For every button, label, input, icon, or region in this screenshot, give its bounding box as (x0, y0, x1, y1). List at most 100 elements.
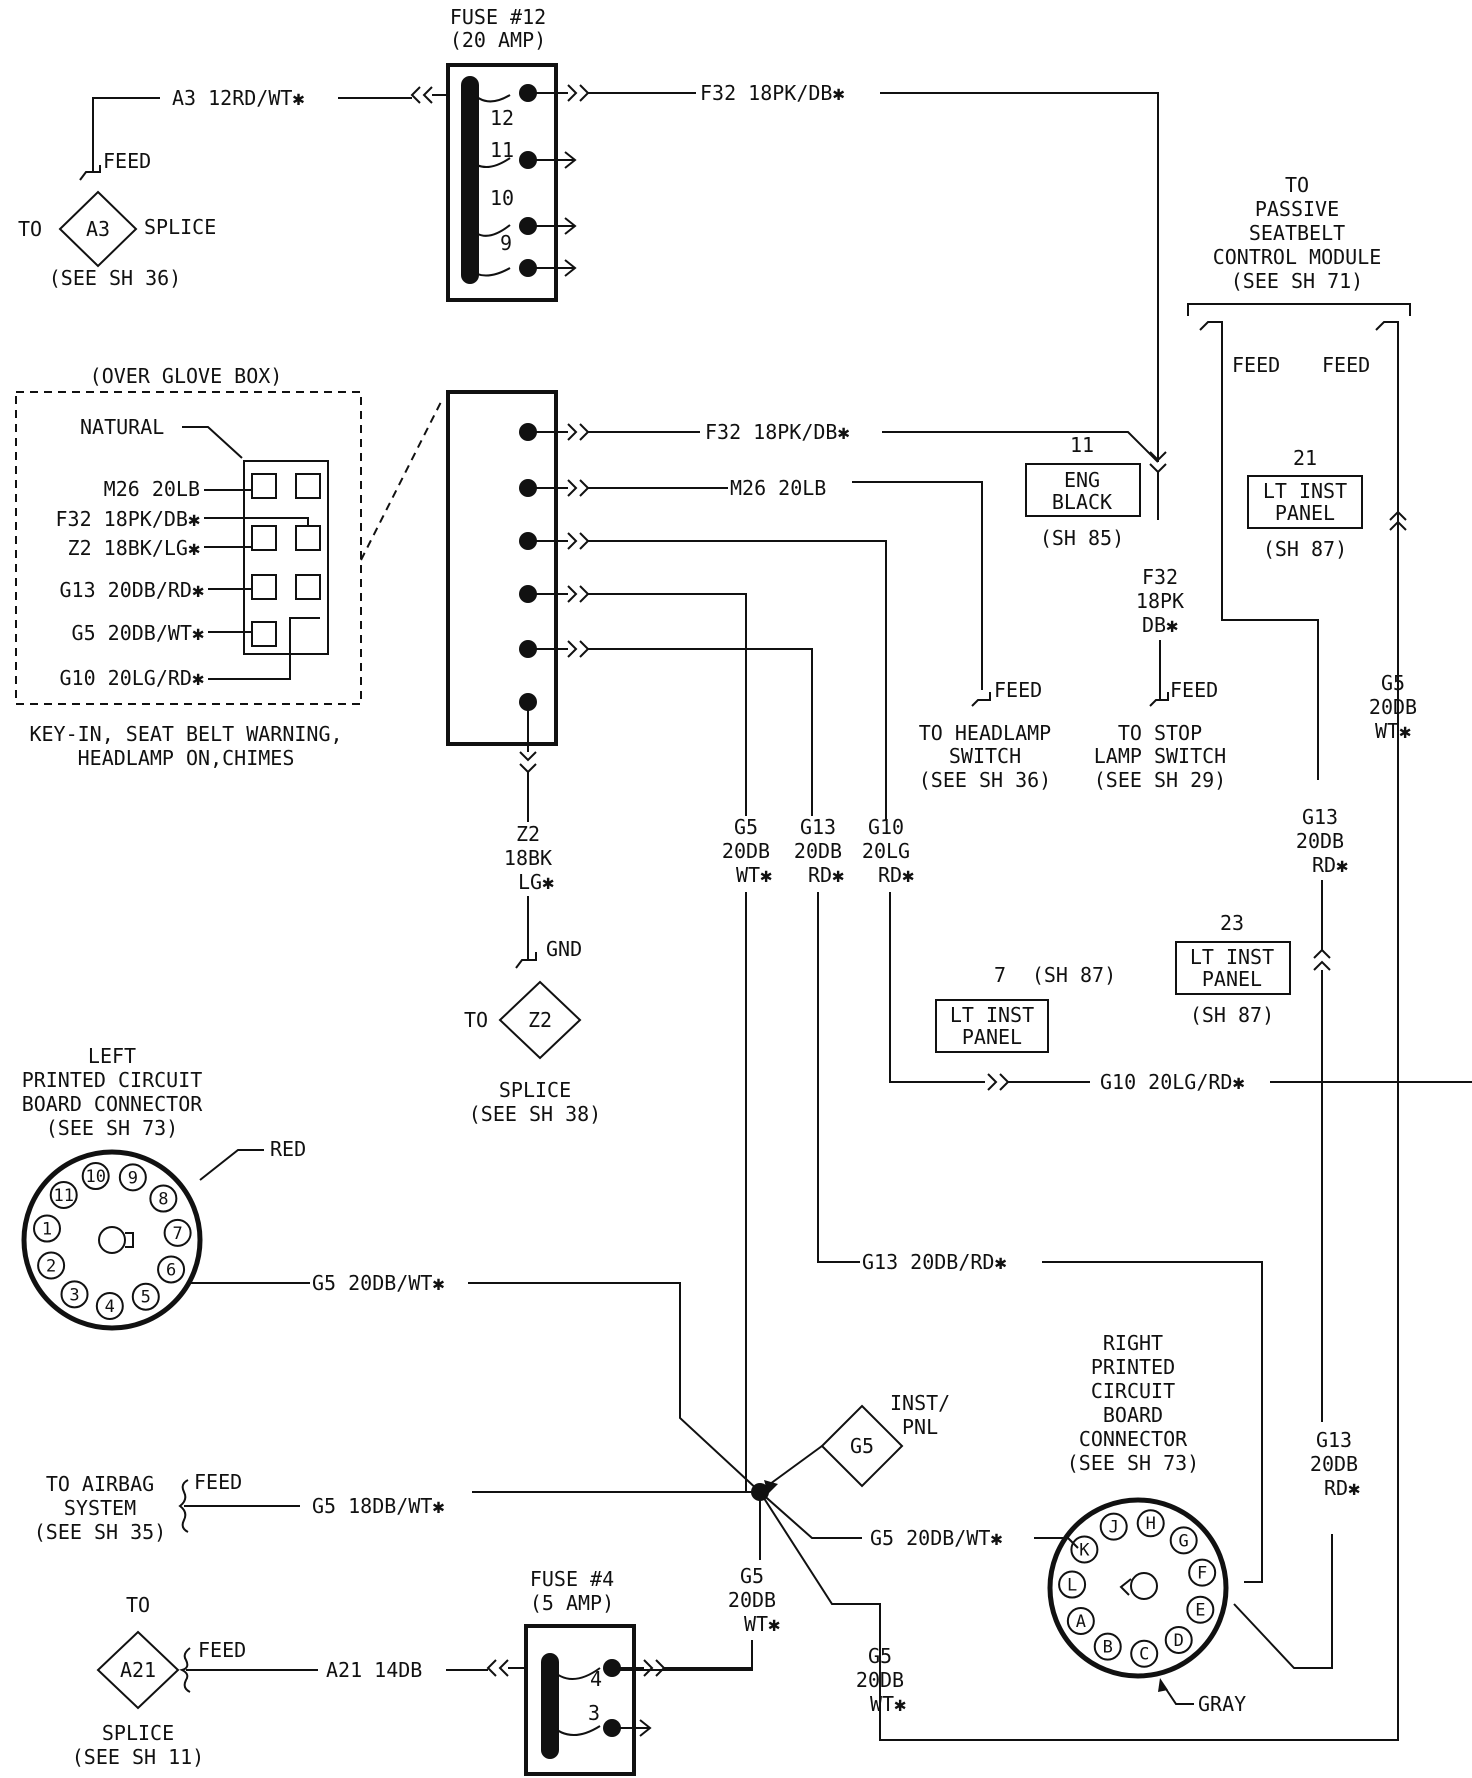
a21-splice-diamond (96, 1630, 180, 1710)
lt-inst-23-sheet: (SH 87) (1190, 1003, 1274, 1027)
fuse-element (549, 1723, 601, 1736)
g13-lower-line2: 20DB (1310, 1452, 1358, 1476)
a3-wire-label: A3 12RD/WT✱ (172, 86, 304, 110)
gnd-symbol (515, 952, 537, 969)
stop-lamp-line1: TO STOP (1118, 721, 1202, 745)
cavity (251, 525, 277, 551)
connector-pin-label: J (1109, 1518, 1119, 1538)
left-pcb-line: PRINTED CIRCUIT (22, 1068, 203, 1092)
g13-lower-line1: G13 (1316, 1428, 1352, 1452)
a21-wire-label: A21 14DB (326, 1658, 422, 1682)
arrow-head (1158, 1678, 1168, 1692)
connector-symbol (567, 585, 590, 603)
g10-mid-line3: RD✱ (878, 863, 914, 887)
lt-inst-21-line2: PANEL (1275, 501, 1335, 525)
g13-wire-label: G13 20DB/RD✱ (862, 1250, 1007, 1274)
headlamp-feed: FEED (994, 678, 1042, 702)
stop-lamp-line3: (SEE SH 29) (1094, 768, 1226, 792)
connector-symbol (987, 1073, 1010, 1091)
connector-pin (1136, 1509, 1165, 1538)
connector-symbol (567, 423, 590, 441)
connector-pin-label: 3 (69, 1285, 79, 1305)
connector-pin (1058, 1570, 1087, 1599)
connector-pin-label: D (1174, 1631, 1184, 1651)
wire (852, 481, 983, 690)
connector-pin-label: H (1146, 1514, 1156, 1534)
lt-inst-7-num: 7 (994, 963, 1006, 987)
fuse-cavity-label: 12 (490, 106, 514, 130)
connector-pin-label: 4 (105, 1297, 115, 1317)
wire (1042, 1261, 1263, 1583)
g13-middle-horizontal: G13 20DB/RD✱ (862, 1250, 1263, 1583)
connector-pin (1070, 1535, 1099, 1564)
g5-splice-diamond (820, 1404, 904, 1488)
connector-pin-label: 6 (166, 1260, 176, 1280)
lt-inst-21-line1: LT INST (1263, 479, 1347, 503)
fuse-12-block (446, 63, 558, 302)
connector-symbol (410, 86, 433, 104)
lt-inst-21-num: 21 (1293, 446, 1317, 470)
wire (1199, 321, 1319, 780)
wire (612, 1640, 753, 1671)
natural-label: NATURAL (80, 415, 164, 439)
stop-lamp-line2: LAMP SWITCH (1094, 744, 1226, 768)
a3-see-label: (SEE SH 36) (49, 266, 181, 290)
splice-fan-out: G5 20DB/WT✱ G5 20DB WT✱ G5 20DB WT✱ (612, 1491, 1068, 1740)
arrow-head (764, 1480, 778, 1494)
g10-horizontal: G10 20LG/RD✱ (1008, 1070, 1472, 1094)
fuse-element (469, 224, 511, 237)
connector-pin-label: E (1195, 1601, 1205, 1621)
main-connector-body (446, 390, 558, 746)
wire (588, 593, 747, 816)
eng-black-box (1025, 463, 1141, 517)
a21-splice: SPLICE (102, 1721, 174, 1745)
g5-mid-line3: WT✱ (736, 863, 772, 887)
main-connector (446, 390, 590, 774)
right-pcb-line: CIRCUIT (1091, 1379, 1175, 1403)
passive-line: TO (1285, 173, 1309, 197)
connector-pin (1169, 1526, 1198, 1555)
a3-splice-diamond (58, 190, 138, 268)
right-pcb-key-tab (1119, 1578, 1132, 1596)
wire (1149, 640, 1169, 707)
right-pcb-line: CONNECTOR (1079, 1427, 1188, 1451)
g13-lower-line3: RD✱ (1324, 1476, 1360, 1500)
fuse-cavity-label: 11 (490, 138, 514, 162)
passive-line: (SEE SH 71) (1231, 269, 1363, 293)
m26-label: M26 20LB (730, 476, 826, 500)
feed-symbol (79, 165, 101, 181)
glovebox-title: (OVER GLOVE BOX) (90, 364, 283, 388)
g5-below-line2: 20DB (728, 1588, 776, 1612)
a3-to-label: TO (18, 217, 42, 241)
right-pcb-key (1130, 1572, 1158, 1600)
passive-line: PASSIVE (1255, 197, 1339, 221)
a21-code: A21 (120, 1658, 156, 1682)
g13-lower-label: G13 20DB RD✱ (1310, 1428, 1360, 1500)
connector-pin (49, 1180, 78, 1209)
connector-pin (1164, 1625, 1193, 1654)
airbag-line3: (SEE SH 35) (34, 1520, 166, 1544)
detail-leader (360, 399, 443, 561)
z2-to: TO (464, 1008, 488, 1032)
fuse-4-rating: (5 AMP) (530, 1591, 614, 1615)
g5-mid-line1: G5 (734, 815, 758, 839)
connector-pin (1188, 1558, 1217, 1587)
connector-pin-label: 8 (158, 1190, 168, 1210)
right-pcb-line: BOARD (1103, 1403, 1163, 1427)
right-pcb-color: GRAY (1198, 1692, 1246, 1716)
g5-splice-code: G5 (850, 1434, 874, 1458)
fuse-output-arrow (528, 259, 577, 277)
g5-right-wire-label: G5 20DB/WT✱ (870, 1526, 1002, 1550)
eng-black-line2: BLACK (1052, 490, 1112, 514)
connector-pin (37, 1251, 66, 1280)
connector-symbol (1389, 510, 1407, 531)
fuse-12-rating: (20 AMP) (450, 28, 546, 52)
g10-wire-label: G10 20LG/RD✱ (1100, 1070, 1245, 1094)
g13-upper: G13 20DB RD✱ (1296, 805, 1348, 1422)
lt-inst-21-sheet: (SH 87) (1263, 537, 1347, 561)
a21-feed: TO A21 FEED A21 14DB SPLICE (SEE SH 11) (72, 1593, 488, 1769)
f32-drop-feed: FEED (1170, 678, 1218, 702)
g5-bottom-line1: G5 (868, 1644, 892, 1668)
passive-feed-right: FEED (1322, 353, 1370, 377)
headlamp-line2: SWITCH (949, 744, 1021, 768)
